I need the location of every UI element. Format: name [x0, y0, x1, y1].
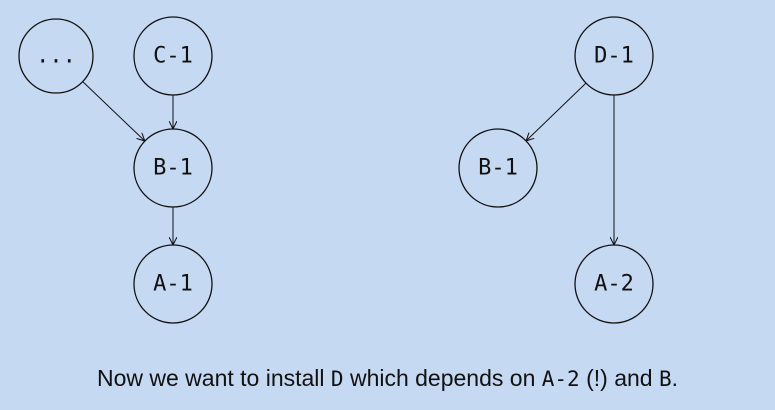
caption-text-2: which depends on	[343, 365, 542, 391]
edges	[82, 81, 614, 245]
caption-package-a2: A-2	[541, 367, 580, 391]
edge-ellipsis-to-b1_left	[82, 81, 145, 141]
node-a1-label: A-1	[153, 272, 193, 297]
caption-text-1: Now we want to install	[96, 365, 331, 391]
node-b1-left: B-1	[133, 128, 213, 208]
caption: Now we want to install D which depends o…	[0, 365, 775, 392]
node-a2-label: A-2	[594, 272, 634, 297]
node-ellipsis: ...	[18, 18, 94, 94]
node-b1-right-label: B-1	[478, 156, 518, 181]
node-d1-label: D-1	[594, 44, 634, 69]
node-c1-label: C-1	[153, 44, 193, 69]
node-d1: D-1	[574, 16, 654, 96]
caption-package-d: D	[330, 367, 344, 391]
caption-text-4: .	[671, 365, 679, 391]
node-c1: C-1	[133, 16, 213, 96]
node-b1-right: B-1	[458, 128, 538, 208]
node-b1-left-label: B-1	[153, 156, 193, 181]
caption-text-3: (!) and	[579, 365, 659, 391]
node-a1: A-1	[133, 244, 213, 324]
node-ellipsis-label: ...	[36, 44, 76, 69]
caption-package-b: B	[658, 367, 672, 391]
node-a2: A-2	[574, 244, 654, 324]
edge-d1-to-b1_right	[526, 82, 587, 141]
